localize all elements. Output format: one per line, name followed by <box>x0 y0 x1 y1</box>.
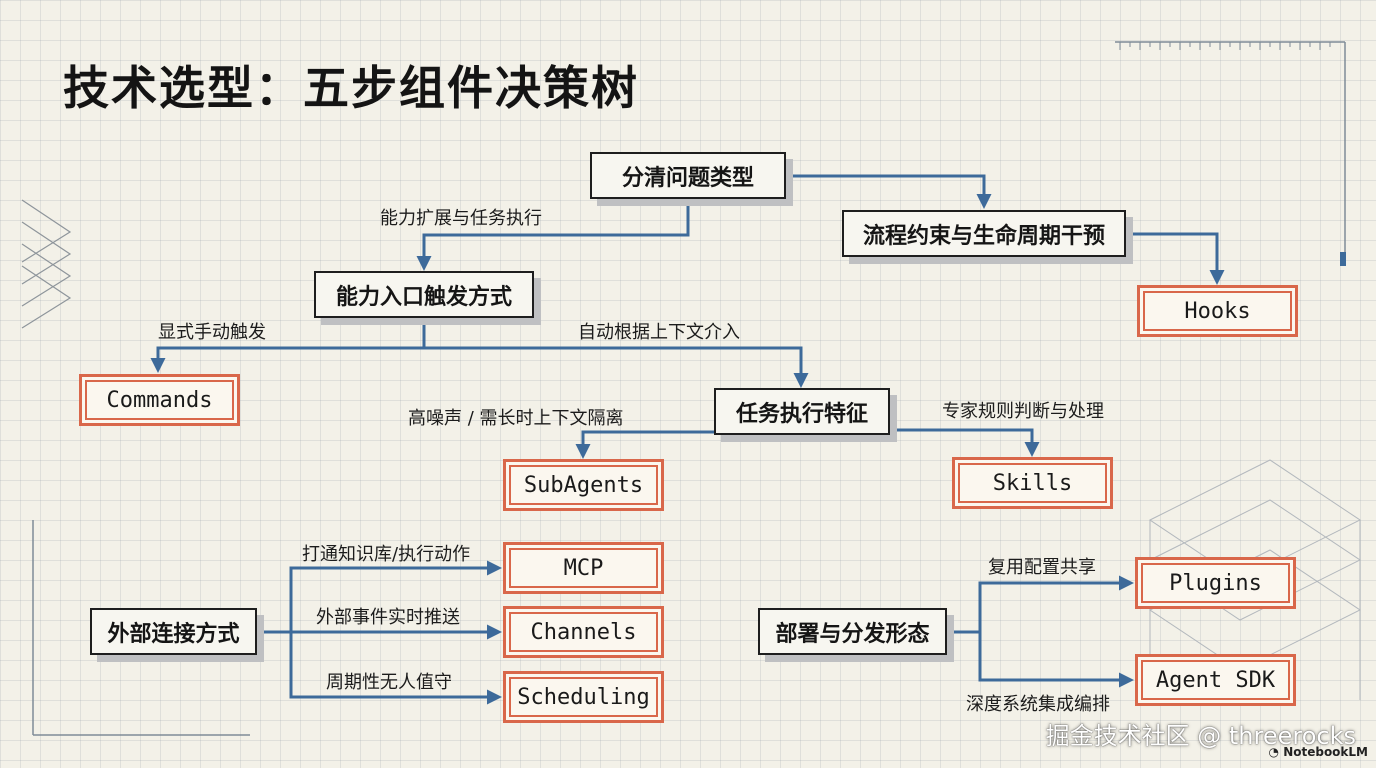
leaf-channels: Channels <box>503 606 664 658</box>
edge-flow-hooks <box>1127 232 1225 285</box>
edge-label-task-subagents: 高噪声 / 需长时上下文隔离 <box>408 408 624 429</box>
leaf-commands: Commands <box>79 374 240 426</box>
edge-label-external-scheduling: 周期性无人值守 <box>326 672 452 693</box>
edge-capability-commands <box>150 346 424 373</box>
edge-label-root-capability: 能力扩展与任务执行 <box>380 208 542 229</box>
edge-capability-task <box>424 346 809 388</box>
edge-label-capability-commands: 显式手动触发 <box>158 322 266 343</box>
node-root: 分清问题类型 <box>590 152 786 199</box>
leaf-plugins: Plugins <box>1135 557 1296 609</box>
notebooklm-brand: ◔ NotebookLM <box>1269 745 1368 759</box>
node-deploy: 部署与分发形态 <box>758 608 947 655</box>
leaf-hooks: Hooks <box>1137 285 1298 337</box>
leaf-mcp: MCP <box>503 542 664 594</box>
ruler-ticks <box>1119 42 1331 50</box>
edge-task-skills <box>889 428 1040 457</box>
edge-label-capability-task: 自动根据上下文介入 <box>578 322 740 343</box>
edge-label-task-skills: 专家规则判断与处理 <box>942 401 1104 422</box>
edge-external-scheduling <box>289 632 502 705</box>
page-title: 技术选型：五步组件决策树 <box>63 61 639 115</box>
node-flow: 流程约束与生命周期干预 <box>842 210 1126 257</box>
notebooklm-logo-icon: ◔ <box>1268 745 1284 759</box>
leaf-skills: Skills <box>952 457 1113 509</box>
edge-label-external-channels: 外部事件实时推送 <box>316 607 460 628</box>
ruler-marker <box>1340 252 1346 266</box>
edge-label-external-mcp: 打通知识库/执行动作 <box>302 544 471 565</box>
edge-external-mcp <box>289 560 502 632</box>
edge-deploy-plugins <box>978 575 1134 632</box>
edge-deploy-agent-sdk <box>978 632 1134 688</box>
edge-label-deploy-agent-sdk: 深度系统集成编排 <box>966 694 1110 715</box>
leaf-subagents: SubAgents <box>503 459 664 511</box>
node-external: 外部连接方式 <box>90 608 257 655</box>
node-task: 任务执行特征 <box>714 388 890 435</box>
edge-label-deploy-plugins: 复用配置共享 <box>988 557 1096 578</box>
leaf-scheduling: Scheduling <box>503 671 664 723</box>
notebooklm-brand-label: NotebookLM <box>1283 745 1368 759</box>
node-capability: 能力入口触发方式 <box>314 271 534 318</box>
edge-root-flow <box>787 174 992 209</box>
left-zigzag-sketch <box>21 199 72 329</box>
watermark: 掘金技术社区 @ threerocks <box>1045 722 1356 750</box>
edge-task-subagents <box>575 430 714 459</box>
leaf-agent-sdk: Agent SDK <box>1135 654 1296 706</box>
edge-root-capability <box>416 200 690 271</box>
